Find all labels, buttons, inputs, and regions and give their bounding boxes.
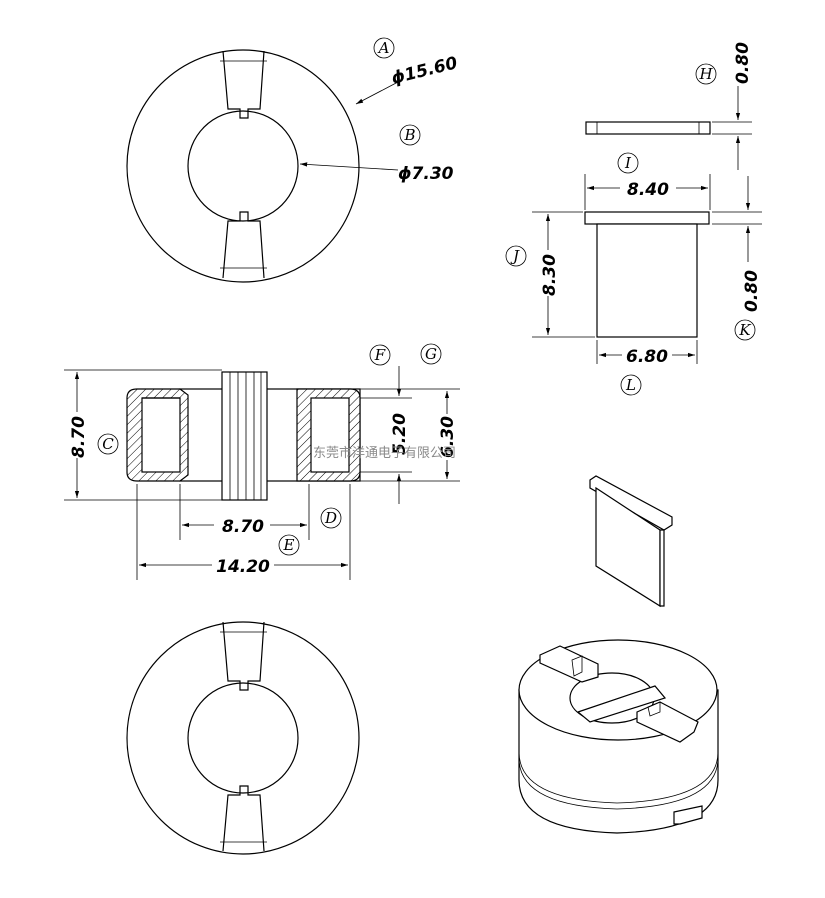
svg-text:D: D bbox=[324, 509, 337, 527]
dim-outer-height: 6.30 bbox=[438, 416, 458, 458]
dim-clip-height: 8.30 bbox=[540, 254, 560, 296]
svg-text:H: H bbox=[698, 65, 713, 83]
dim-I: 8.40 I bbox=[584, 152, 711, 210]
svg-text:I: I bbox=[624, 154, 632, 172]
callout-inner-diameter: ϕ7.30 bbox=[299, 162, 454, 184]
clip-plate-top bbox=[585, 121, 711, 135]
dim-total-width: 14.20 bbox=[216, 557, 270, 577]
dim-clip-thickness: 0.80 bbox=[733, 42, 753, 84]
dim-G: 6.30 G bbox=[360, 343, 460, 482]
side-section-view bbox=[126, 371, 361, 501]
dim-total-height: 8.70 bbox=[69, 416, 89, 458]
svg-text:K: K bbox=[738, 321, 751, 339]
svg-text:G: G bbox=[425, 345, 437, 363]
dim-F: 5.20 F bbox=[360, 344, 412, 504]
dim-J: 8.30 J bbox=[505, 211, 595, 338]
dim-D: 8.70 D bbox=[179, 484, 342, 540]
clip-isometric bbox=[589, 475, 673, 608]
company-watermark: 东莞市洋通电子有限公司 bbox=[313, 445, 456, 461]
svg-text:E: E bbox=[283, 536, 295, 554]
dim-inner-diameter: ϕ7.30 bbox=[398, 164, 454, 184]
dim-H: 0.80 H bbox=[695, 42, 753, 170]
dim-outer-diameter: ϕ15.60 bbox=[389, 53, 459, 89]
dim-clip-flange: 0.80 bbox=[742, 270, 762, 312]
dim-E: 14.20 E bbox=[136, 484, 351, 580]
svg-text:B: B bbox=[403, 126, 415, 144]
label-A: A bbox=[373, 37, 395, 59]
callout-outer-diameter: ϕ15.60 bbox=[355, 53, 460, 105]
dim-L: 6.80 L bbox=[596, 340, 698, 396]
svg-text:J: J bbox=[510, 247, 520, 265]
top-view-ring bbox=[126, 49, 360, 283]
dim-clip-width: 8.40 bbox=[627, 180, 669, 200]
svg-text:A: A bbox=[377, 39, 390, 57]
dim-clip-bottom: 6.80 bbox=[626, 347, 668, 367]
dim-inner-height: 5.20 bbox=[390, 413, 410, 455]
bottom-view-ring bbox=[126, 621, 360, 855]
dim-K: 0.80 K bbox=[712, 176, 762, 341]
clip-front-view bbox=[584, 211, 710, 338]
label-B: B bbox=[399, 124, 421, 146]
dim-inner-width: 8.70 bbox=[222, 517, 264, 537]
dim-C: 8.70 C bbox=[64, 369, 222, 501]
svg-text:C: C bbox=[102, 435, 114, 453]
core-isometric bbox=[518, 639, 719, 834]
svg-text:L: L bbox=[625, 376, 636, 394]
svg-text:F: F bbox=[374, 346, 386, 364]
